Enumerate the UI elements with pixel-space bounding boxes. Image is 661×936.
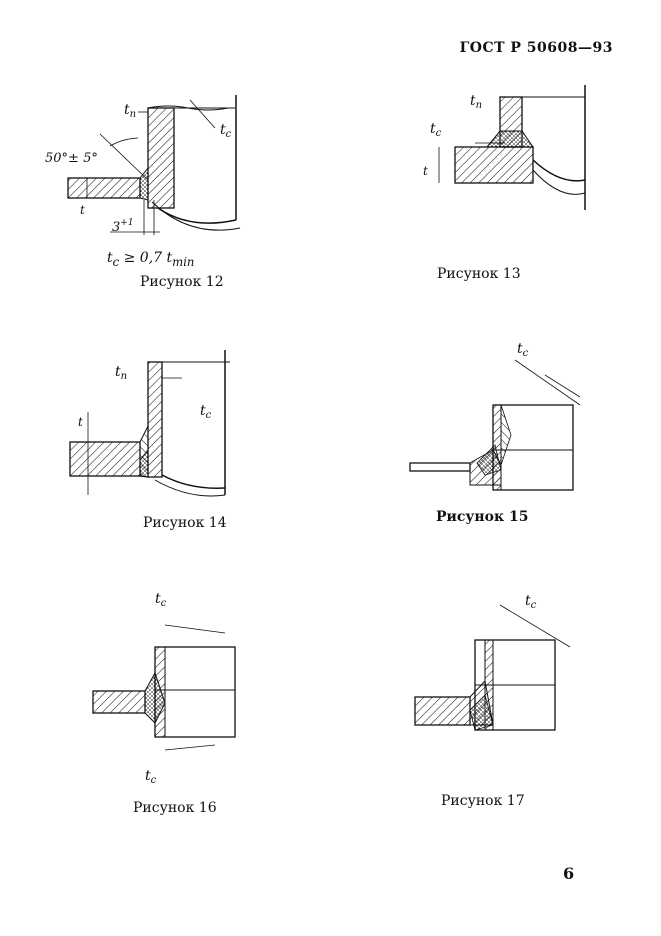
standard-header: ГОСТ Р 50608—93	[459, 40, 613, 56]
formula-tc: tc ≥ 0,7 tmin	[107, 250, 195, 269]
fig16-tc-bottom-label: tc	[145, 768, 157, 785]
figure-17-drawing: tc	[414, 593, 571, 731]
fig16-tc-top-label: tc	[155, 591, 167, 609]
figure-12-drawing: tn tc 50°± 5° 3+1 t	[45, 95, 241, 235]
caption-figure-15: Рисунок 15	[436, 509, 529, 525]
figure-16-drawing: tc tc	[92, 591, 236, 785]
fig12-tn-label: tn	[124, 102, 136, 120]
fig13-tn-label: tn	[470, 93, 482, 111]
caption-figure-17: Рисунок 17	[441, 793, 525, 809]
fig12-angle-label: 50°± 5°	[45, 151, 98, 166]
fig14-tc-label: tc	[200, 403, 212, 421]
figure-13-drawing: tn tc t	[423, 85, 586, 210]
caption-figure-16: Рисунок 16	[133, 800, 217, 816]
fig12-gap-label: 3+1	[112, 218, 134, 235]
fig17-tc-label: tc	[525, 593, 537, 611]
fig14-thickness-label: t	[78, 415, 83, 429]
fig13-thickness-label: t	[423, 164, 428, 178]
fig14-tn-label: tn	[115, 364, 127, 382]
fig15-tc-label: tc	[517, 341, 529, 359]
page-number: 6	[563, 864, 575, 883]
figure-15-drawing: tc	[409, 341, 581, 491]
fig12-thickness-label: t	[80, 203, 85, 217]
caption-figure-14: Рисунок 14	[143, 515, 227, 531]
caption-figure-13: Рисунок 13	[437, 266, 521, 282]
fig12-tc-label: tc	[220, 122, 232, 140]
caption-figure-12: Рисунок 12	[140, 274, 224, 290]
figure-14-drawing: tn tc t	[69, 350, 230, 497]
fig13-tc-label: tc	[430, 121, 442, 139]
